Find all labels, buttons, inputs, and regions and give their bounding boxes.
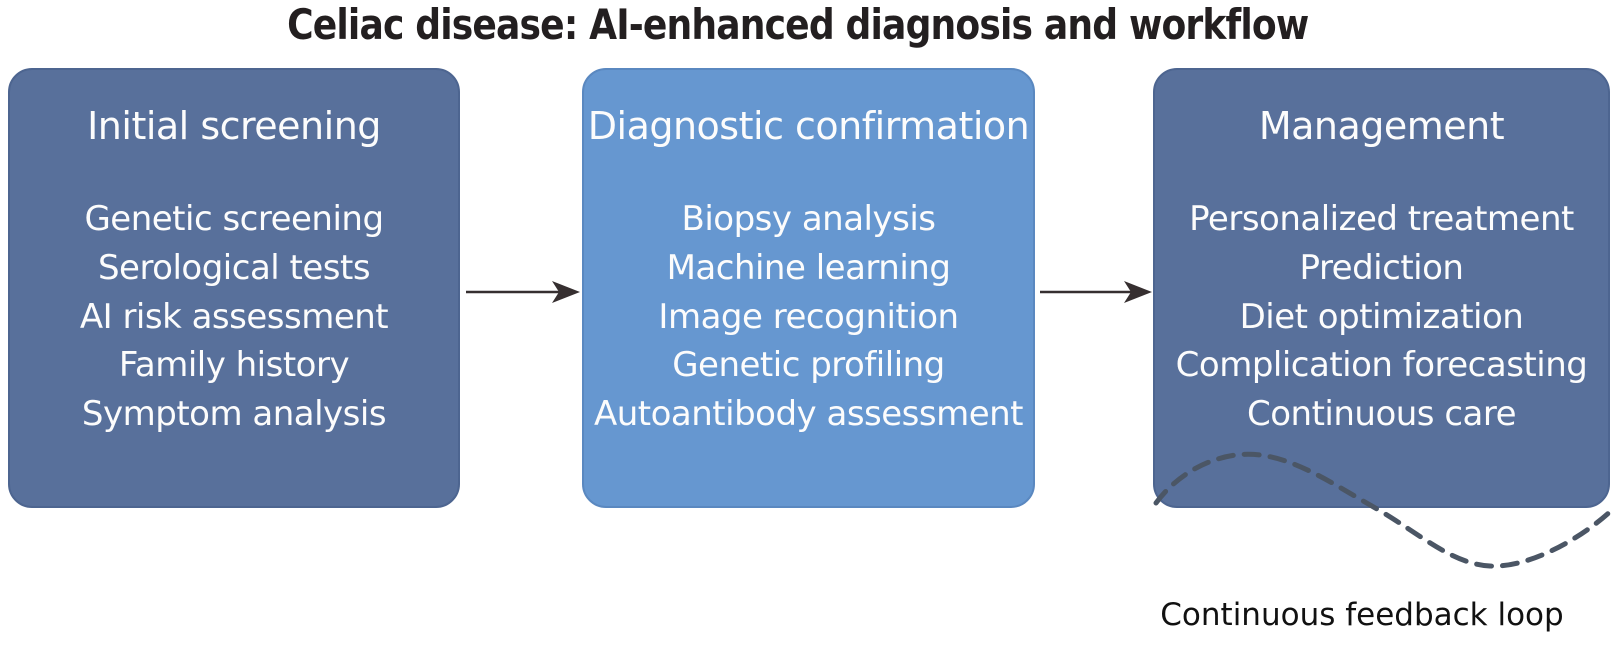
stage-item: Diet optimization [1239,296,1524,337]
stage-item: Prediction [1299,247,1464,288]
feedback-loop-label: Continuous feedback loop [1160,597,1564,633]
stage-item: Personalized treatment [1189,199,1574,239]
stage-box-initial-screening: Initial screening Genetic screening Sero… [8,68,460,508]
stage-item: Family history [118,345,350,386]
stage-items-diagnostic-confirmation: Biopsy analysis Machine learning Image r… [584,195,1033,439]
stage-title-management: Management [1258,104,1505,148]
stage-item: Complication forecasting [1175,345,1588,386]
stage-title-initial-screening: Initial screening [87,104,381,148]
arrow-screening-to-diagnostic-icon [466,281,580,303]
stage-box-diagnostic-confirmation: Diagnostic confirmation Biopsy analysis … [582,68,1035,508]
stage-items-management: Personalized treatment Prediction Diet o… [1155,195,1608,439]
stage-item: Biopsy analysis [681,199,936,239]
stage-item: AI risk assessment [79,296,389,337]
stage-item: Symptom analysis [81,394,387,435]
stage-item: Genetic profiling [672,345,945,386]
stage-item: Autoantibody assessment [593,394,1024,435]
stage-item: Machine learning [666,247,951,288]
arrow-diagnostic-to-management-icon [1040,281,1152,303]
stage-item: Genetic screening [84,199,384,239]
stage-box-management: Management Personalized treatment Predic… [1153,68,1610,508]
stage-items-initial-screening: Genetic screening Serological tests AI r… [10,195,458,439]
stage-item: Image recognition [658,296,959,337]
stage-title-diagnostic-confirmation: Diagnostic confirmation [587,104,1030,148]
stage-item: Serological tests [97,247,371,288]
stage-item: Continuous care [1246,394,1517,435]
title-container: Celiac disease: AI-enhanced diagnosis an… [0,3,1596,47]
diagram-title: Celiac disease: AI-enhanced diagnosis an… [287,0,1309,49]
